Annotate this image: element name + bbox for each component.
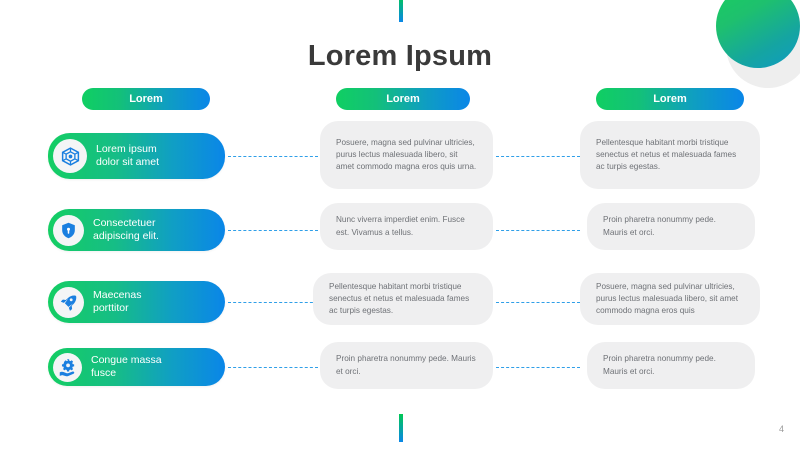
right-card-4: Proin pharetra nonummy pede. Mauris et o… — [587, 342, 755, 389]
list-item-3-label: Maecenas porttitor — [93, 289, 142, 314]
middle-card-4: Proin pharetra nonummy pede. Mauris et o… — [320, 342, 493, 389]
connector-middle-right — [496, 230, 580, 232]
page-title: Lorem Ipsum — [307, 40, 493, 72]
middle-card-1: Posuere, magna sed pulvinar ultricies, p… — [320, 121, 493, 189]
right-card-1-text: Pellentesque habitant morbi tristique se… — [596, 137, 737, 172]
shield-lock-icon — [53, 214, 84, 246]
middle-card-3-text: Pellentesque habitant morbi tristique se… — [329, 281, 470, 316]
hand-gear-icon — [53, 352, 82, 382]
connector-middle-right — [496, 367, 580, 369]
list-item-2[interactable]: Consectetuer adipiscing elit. — [48, 209, 225, 251]
list-item-4[interactable]: Congue massa fusce — [48, 348, 225, 386]
middle-card-2-text: Nunc viverra imperdiet enim. Fusce est. … — [336, 215, 465, 237]
top-accent-bar — [399, 0, 403, 22]
rocket-icon — [53, 286, 84, 318]
bottom-accent-bar — [399, 414, 403, 442]
right-card-3-text: Posuere, magna sed pulvinar ultricies, p… — [596, 281, 738, 316]
list-item-3[interactable]: Maecenas porttitor — [48, 281, 225, 323]
column-header-2[interactable]: Lorem — [336, 88, 470, 110]
middle-card-3: Pellentesque habitant morbi tristique se… — [313, 273, 493, 325]
column-header-1[interactable]: Lorem — [82, 88, 210, 110]
cube-icon — [53, 139, 87, 173]
connector-middle-right — [496, 156, 580, 158]
page-number: 4 — [778, 424, 784, 434]
list-item-2-label: Consectetuer adipiscing elit. — [93, 217, 159, 242]
connector-middle-right — [496, 302, 580, 304]
middle-card-4-text: Proin pharetra nonummy pede. Mauris et o… — [336, 354, 476, 376]
connector-left-middle — [228, 230, 318, 232]
list-item-1[interactable]: Lorem ipsum dolor sit amet — [48, 133, 225, 179]
right-card-1: Pellentesque habitant morbi tristique se… — [580, 121, 760, 189]
list-item-4-label: Congue massa fusce — [91, 354, 162, 379]
right-card-4-text: Proin pharetra nonummy pede. Mauris et o… — [603, 354, 716, 376]
decorative-gradient-circle — [716, 0, 800, 68]
right-card-2-text: Proin pharetra nonummy pede. Mauris et o… — [603, 215, 716, 237]
column-header-2-label: Lorem — [386, 93, 420, 105]
middle-card-2: Nunc viverra imperdiet enim. Fusce est. … — [320, 203, 493, 250]
column-header-3-label: Lorem — [653, 93, 687, 105]
connector-left-middle — [228, 156, 318, 158]
right-card-3: Posuere, magna sed pulvinar ultricies, p… — [580, 273, 760, 325]
list-item-1-label: Lorem ipsum dolor sit amet — [96, 143, 160, 168]
middle-card-1-text: Posuere, magna sed pulvinar ultricies, p… — [336, 137, 477, 172]
right-card-2: Proin pharetra nonummy pede. Mauris et o… — [587, 203, 755, 250]
column-header-1-label: Lorem — [129, 93, 163, 105]
connector-left-middle — [228, 367, 318, 369]
column-header-3[interactable]: Lorem — [596, 88, 744, 110]
connector-left-middle — [228, 302, 318, 304]
